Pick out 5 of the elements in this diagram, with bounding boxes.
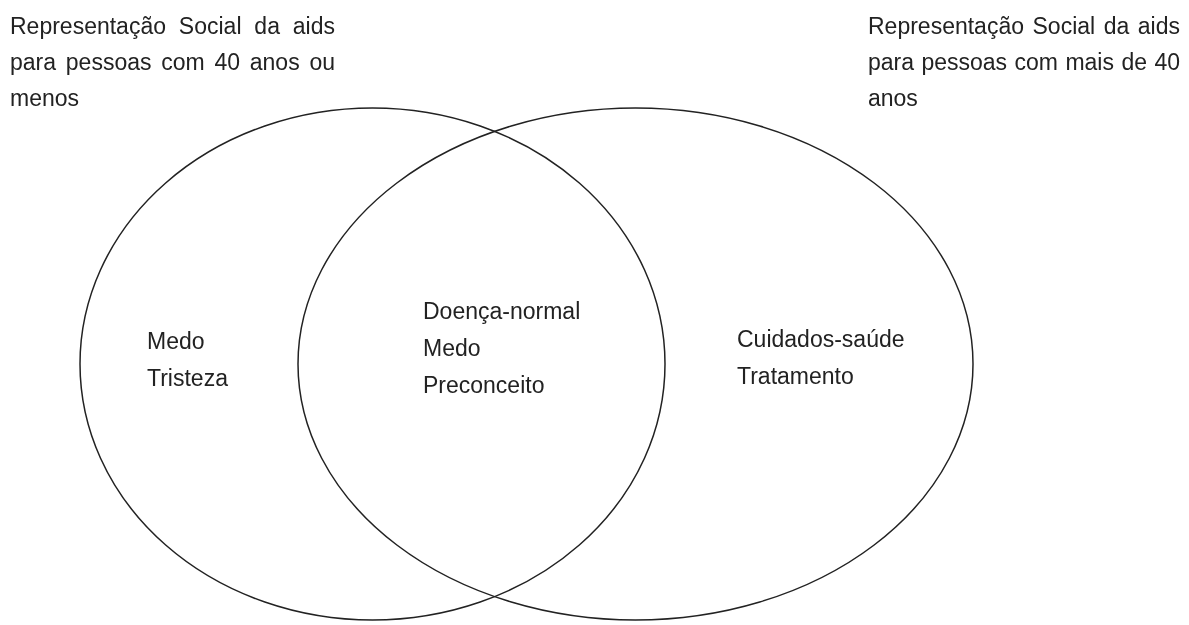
intersection-terms: Doença-normal Medo Preconceito: [423, 297, 581, 400]
set-terms: Cuidados-saúde Tratamento: [737, 325, 905, 391]
set-heading: Representação Social da aids para pessoas com mais de 40 anos: [868, 12, 1180, 113]
set-terms: Medo Tristeza: [147, 327, 228, 393]
set-heading: Representação Social da aids para pessoas com 40 anos ou menos: [10, 12, 335, 113]
